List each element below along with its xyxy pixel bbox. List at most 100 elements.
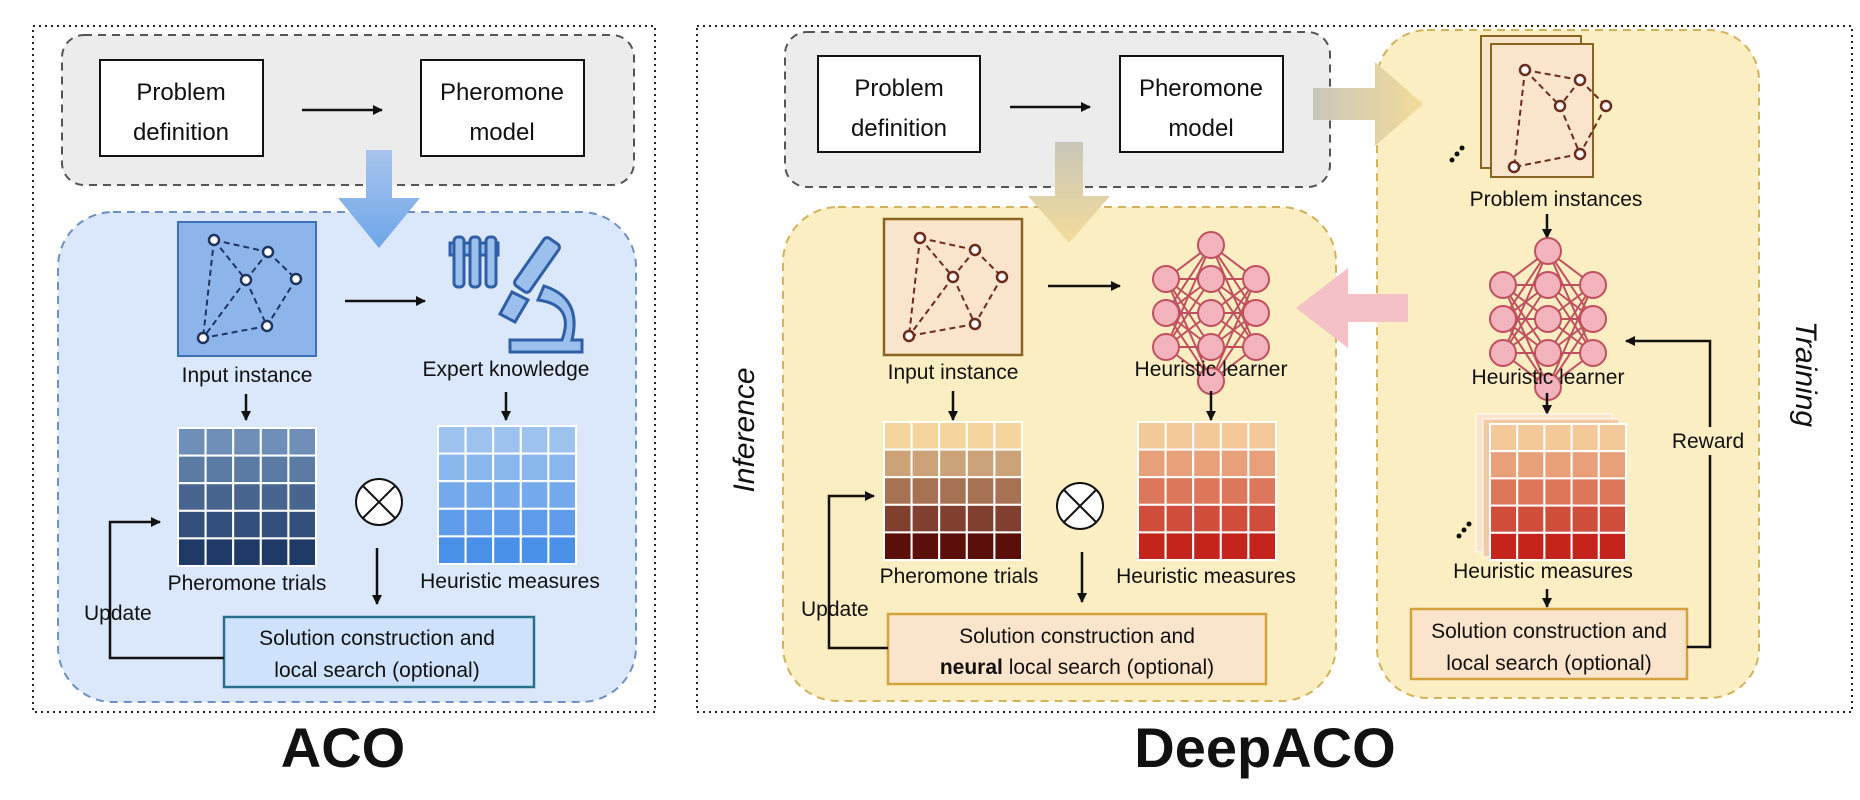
matrix-cell	[1164, 503, 1195, 534]
test-tubes-icon	[448, 235, 500, 289]
problem-instances-stack-icon	[1449, 35, 1613, 178]
deepaco-pheromone-trials-matrix	[883, 421, 1024, 562]
deepaco-section: Problem definition Pheromone model Infer…	[696, 25, 1853, 779]
aco-heuristic-measures-matrix	[437, 425, 578, 566]
matrix-cell	[547, 425, 578, 455]
matrix-cell	[1192, 421, 1222, 451]
matrix-cell	[1543, 477, 1573, 507]
inference-solution-rest: local search (optional)	[1003, 656, 1214, 679]
matrix-cell	[287, 454, 317, 485]
matrix-cell	[177, 537, 207, 568]
nn-neuron	[1579, 339, 1607, 367]
deepaco-pheromone-model-box	[1119, 55, 1284, 153]
matrix-cell	[965, 503, 996, 534]
matrix-cell	[547, 452, 578, 483]
matrix-cell	[1543, 504, 1573, 534]
matrix-cell	[965, 448, 996, 479]
matrix-cell	[1164, 531, 1195, 562]
nn-neuron	[1197, 231, 1225, 259]
matrix-cell	[910, 503, 941, 534]
deepaco-problem-definition-line1: Problem	[854, 75, 943, 102]
matrix-cell	[437, 425, 467, 455]
matrix-cell	[883, 503, 913, 534]
microscope-icon	[497, 236, 584, 354]
matrix-cell	[1219, 476, 1250, 506]
matrix-cell	[1516, 450, 1546, 480]
matrix-cell	[1570, 531, 1600, 561]
training-solution-line1: Solution construction and	[1431, 620, 1667, 643]
matrix-cell	[1597, 477, 1628, 507]
matrix-cell	[519, 425, 550, 455]
matrix-cell	[464, 507, 495, 538]
aco-title: ACO	[281, 716, 405, 779]
matrix-cell	[1219, 448, 1250, 479]
aco-section: Problem definition Pheromone model	[32, 25, 656, 779]
matrix-cell	[910, 476, 941, 506]
neural-emphasis: neural	[940, 656, 1003, 679]
matrix-cell	[965, 531, 996, 562]
matrix-cell	[1164, 476, 1195, 506]
matrix-cell	[547, 480, 578, 510]
matrix-cell	[1219, 421, 1250, 451]
matrix-cell	[1543, 531, 1573, 561]
deepaco-heuristic-learner-label: Heuristic learner	[1135, 358, 1288, 381]
deepaco-inference-solution-box	[886, 612, 1268, 686]
matrix-cell	[910, 531, 941, 562]
deepaco-pheromone-model-line1: Pheromone	[1139, 75, 1263, 102]
matrix-cell	[1570, 423, 1600, 453]
deepaco-problem-definition-box	[817, 55, 981, 153]
matrix-cell	[1570, 477, 1600, 507]
matrix-cell	[1516, 504, 1546, 534]
training-solution-box	[1409, 607, 1689, 681]
matrix-cell	[1489, 423, 1519, 453]
nn-edge	[1547, 284, 1594, 388]
nn-edge	[1165, 244, 1212, 348]
deepaco-input-instance-label: Input instance	[888, 361, 1019, 384]
matrix-cell	[464, 535, 495, 566]
matrix-cell	[938, 531, 968, 562]
reward-label: Reward	[1672, 430, 1744, 453]
nn-neuron	[1242, 333, 1270, 361]
matrix-cell	[464, 452, 495, 483]
matrix-cell	[1247, 531, 1278, 562]
aco-pheromone-model-line2: model	[469, 119, 534, 146]
matrix-cell	[1516, 531, 1546, 561]
matrix-cell	[1247, 421, 1278, 451]
deepaco-problem-definition-line2: definition	[851, 115, 947, 142]
matrix-cell	[492, 480, 522, 510]
matrix-cell	[1137, 476, 1167, 506]
deepaco-title: DeepACO	[1134, 716, 1395, 779]
matrix-cell	[437, 452, 467, 483]
matrix-cell	[287, 482, 317, 512]
matrix-cell	[464, 480, 495, 510]
matrix-cell	[204, 427, 235, 457]
nn-neuron	[1242, 265, 1270, 293]
matrix-cell	[993, 421, 1024, 451]
matrix-cell	[259, 427, 290, 457]
matrix-cell	[1570, 504, 1600, 534]
matrix-cell	[1137, 448, 1167, 479]
matrix-cell	[1137, 531, 1167, 562]
matrix-cell	[259, 454, 290, 485]
matrix-cell	[204, 509, 235, 540]
nn-neuron	[1489, 339, 1517, 367]
nn-neuron	[1534, 237, 1562, 265]
matrix-cell	[1597, 423, 1628, 453]
aco-expert-knowledge-label: Expert knowledge	[423, 358, 590, 381]
matrix-cell	[232, 454, 262, 485]
aco-heuristic-measures-label: Heuristic measures	[420, 570, 600, 593]
matrix-cell	[1489, 504, 1519, 534]
matrix-cell	[993, 448, 1024, 479]
nn-edge	[1502, 250, 1549, 354]
matrix-cell	[965, 476, 996, 506]
matrix-cell	[1137, 503, 1167, 534]
deepaco-model-to-training-arrow	[1313, 62, 1423, 146]
matrix-cell	[938, 476, 968, 506]
matrix-cell	[883, 531, 913, 562]
aco-solution-line2: local search (optional)	[274, 659, 479, 682]
nn-neuron	[1489, 305, 1517, 333]
aco-pheromone-trials-label: Pheromone trials	[168, 572, 327, 595]
matrix-cell	[938, 421, 968, 451]
matrix-cell	[204, 454, 235, 485]
matrix-cell	[259, 509, 290, 540]
